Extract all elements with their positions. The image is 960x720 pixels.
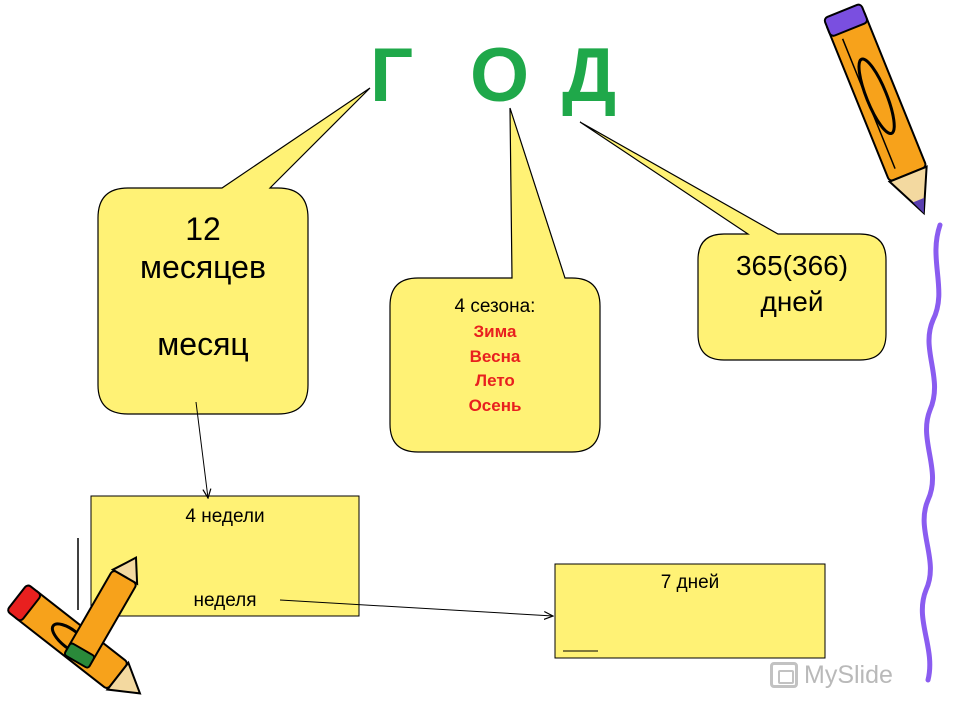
week-days-box (554, 563, 826, 659)
watermark: MySlide (770, 657, 930, 693)
watermark-text: MySlide (804, 660, 893, 689)
title-letter-g: Г (370, 33, 414, 118)
season-spring: Весна (469, 346, 521, 366)
title-letter-o: О (470, 33, 530, 118)
pencil-bottom-left (7, 538, 142, 695)
days-callout (579, 121, 887, 361)
months-callout (97, 87, 371, 415)
months-text: 12 месяцев месяц (98, 210, 308, 363)
days-count: 365(366) (735, 250, 849, 281)
season-summer: Лето (475, 371, 515, 391)
months-word: месяцев (140, 249, 266, 286)
seasons-text: 4 сезона: Зима Весна Лето Осень (390, 296, 600, 419)
slide-logo-icon (770, 662, 798, 688)
week-days-text: 7 дней (660, 572, 720, 593)
weeks-box (90, 495, 360, 617)
days-word: дней (760, 286, 824, 318)
title-letter-d: Д (562, 33, 617, 118)
days-text: 365(366) дней (698, 248, 886, 321)
months-unit: месяц (157, 325, 249, 362)
months-count: 12 (185, 211, 221, 247)
months-to-weeks-arrow (195, 401, 208, 498)
weeks-to-days-arrow (279, 599, 553, 616)
season-winter: Зима (473, 322, 517, 341)
purple-squiggle (919, 222, 943, 683)
weeks-top-text: 4 недели (185, 506, 265, 527)
seasons-callout (389, 107, 601, 453)
season-autumn: Осень (468, 395, 522, 415)
seasons-heading: 4 сезона: (454, 296, 536, 317)
weeks-bottom-text: неделя (193, 590, 257, 611)
pencil-top-right (823, 3, 928, 216)
